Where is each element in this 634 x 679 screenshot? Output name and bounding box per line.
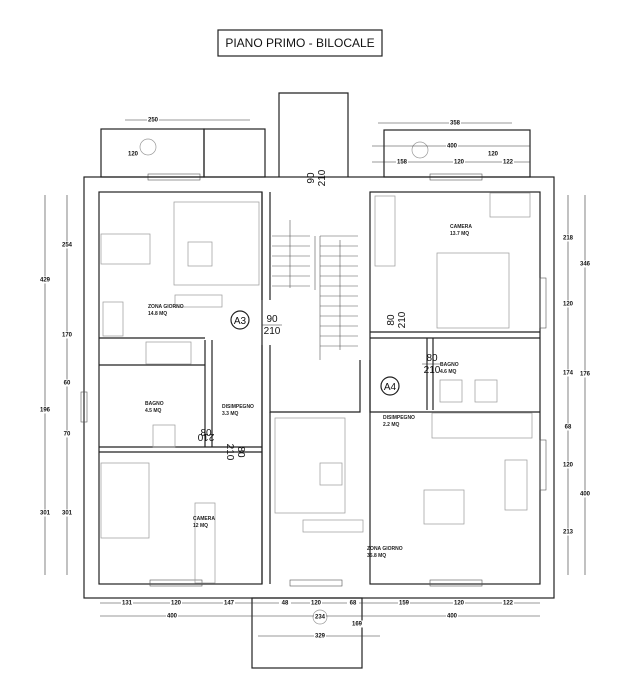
dimension-lines: [44, 119, 586, 637]
dimension-label: 159: [399, 601, 410, 607]
dimension-labels: 429 196 301 254 170 60 70 301 218 120 174 68 120 213 3…: [39, 116, 591, 640]
dimension-label: 120: [128, 152, 139, 158]
dimension-label: 120: [454, 160, 465, 166]
room-area: 14.8 MQ: [148, 311, 167, 317]
dimension-label: 329: [315, 634, 326, 640]
balconies: [100, 128, 531, 669]
dimension-label: 358: [450, 121, 461, 127]
svg-text:210: 210: [424, 365, 441, 376]
furniture: [100, 192, 533, 584]
room-name: BAGNO: [440, 362, 459, 368]
door-label-camera-left: 80 210: [224, 444, 246, 461]
dimension-label: 120: [488, 152, 499, 158]
door-tag-a3: A3 90 210: [230, 310, 282, 337]
dimension-label: 169: [352, 622, 363, 628]
door-label-stair: 90 210: [306, 169, 328, 186]
dimension-label: 250: [148, 118, 159, 124]
dimension-label: 120: [563, 463, 574, 469]
svg-text:210: 210: [197, 431, 214, 442]
door-tag-a4: A4 80 210: [380, 353, 442, 396]
plan-title: PIANO PRIMO - BILOCALE: [225, 36, 374, 50]
dimension-label: 400: [447, 144, 458, 150]
room-name: CAMERA: [450, 224, 472, 230]
room-area: 12 MQ: [193, 523, 208, 529]
room-name: DISIMPEGNO: [222, 404, 254, 410]
svg-text:A4: A4: [384, 382, 397, 393]
dimension-label: 301: [40, 511, 51, 517]
dimension-label: 120: [171, 601, 182, 607]
dimension-label: 346: [580, 262, 591, 268]
dimension-label: 400: [447, 614, 458, 620]
room-name: BAGNO: [145, 401, 164, 407]
svg-text:210: 210: [397, 311, 408, 328]
dimension-label: 170: [62, 333, 73, 339]
dimension-label: 176: [580, 372, 591, 378]
dimension-label: 218: [563, 236, 574, 242]
dimension-label: 122: [503, 601, 514, 607]
svg-text:210: 210: [224, 444, 235, 461]
dimension-label: 158: [397, 160, 408, 166]
room-area: 3.3 MQ: [222, 411, 239, 417]
room-area: 4.6 MQ: [440, 369, 457, 375]
dimension-label: 147: [224, 601, 235, 607]
dimension-label: 120: [563, 302, 574, 308]
room-name: ZONA GIORNO: [367, 546, 403, 552]
dimension-label: 234: [315, 615, 326, 621]
staircase: [272, 220, 358, 360]
dimension-label: 196: [40, 408, 51, 414]
svg-text:210: 210: [264, 326, 281, 337]
room-area: 35.8 MQ: [367, 553, 386, 559]
dimension-label: 60: [64, 381, 71, 387]
dimension-label: 400: [580, 492, 591, 498]
dimension-label: 429: [40, 278, 51, 284]
svg-text:80: 80: [200, 428, 212, 439]
svg-text:90: 90: [306, 172, 317, 184]
dimension-label: 68: [350, 601, 357, 607]
dimension-label: 120: [311, 601, 322, 607]
dimension-label: 301: [62, 511, 73, 517]
dimension-label: 48: [282, 601, 289, 607]
room-area: 4.5 MQ: [145, 408, 162, 414]
dimension-label: 120: [454, 601, 465, 607]
svg-text:80: 80: [426, 353, 438, 364]
room-name: DISIMPEGNO: [383, 415, 415, 421]
dimension-label: 213: [563, 530, 574, 536]
dimension-label: 122: [503, 160, 514, 166]
dimension-label: 400: [167, 614, 178, 620]
dimension-label: 254: [62, 243, 73, 249]
svg-text:90: 90: [266, 314, 278, 325]
room-name: ZONA GIORNO: [148, 304, 184, 310]
room-area: 2.2 MQ: [383, 422, 400, 428]
dimension-label: 70: [64, 432, 71, 438]
svg-text:80: 80: [386, 314, 397, 326]
door-label-bagno-left: 210 80: [197, 428, 214, 442]
walls: [80, 92, 555, 599]
svg-text:210: 210: [317, 169, 328, 186]
room-name: CAMERA: [193, 516, 215, 522]
svg-text:80: 80: [235, 446, 246, 458]
svg-text:A3: A3: [234, 316, 247, 327]
dimension-label: 68: [565, 425, 572, 431]
dimension-label: 174: [563, 371, 574, 377]
dimension-label: 131: [122, 601, 133, 607]
room-area: 13.7 MQ: [450, 231, 469, 237]
door-label-camera: 80 210: [386, 311, 408, 328]
title-box: [217, 29, 383, 57]
